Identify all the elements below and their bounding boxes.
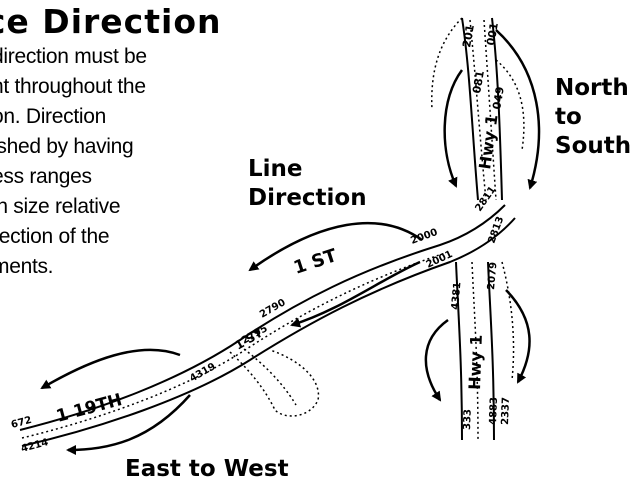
address-number: 2790 bbox=[258, 297, 288, 320]
street-name: Hwy 1 bbox=[475, 113, 502, 170]
address-number: 2001 bbox=[425, 249, 455, 271]
address-number: 001 bbox=[484, 22, 501, 47]
address-number: 049 bbox=[490, 86, 507, 111]
north-south-arrow-left bbox=[445, 70, 462, 186]
address-number: 4381 bbox=[450, 282, 463, 311]
street-name: Hwy 1 bbox=[465, 334, 486, 390]
street-name: 1 ST bbox=[291, 245, 340, 279]
address-number: 4214 bbox=[20, 437, 50, 455]
address-number: 4883 bbox=[488, 397, 500, 425]
address-number: 081 bbox=[470, 70, 487, 95]
address-number: 2337 bbox=[500, 397, 512, 425]
arrow-lower-curve-right bbox=[506, 290, 530, 382]
address-number: 2000 bbox=[409, 227, 439, 247]
address-number: 2079 bbox=[486, 262, 499, 291]
arrow-far-left bbox=[42, 350, 180, 388]
loop-road bbox=[230, 350, 318, 416]
address-number: 333 bbox=[462, 409, 474, 430]
address-number: 201 bbox=[460, 24, 477, 49]
arrow-lower-curve-left bbox=[426, 320, 448, 400]
